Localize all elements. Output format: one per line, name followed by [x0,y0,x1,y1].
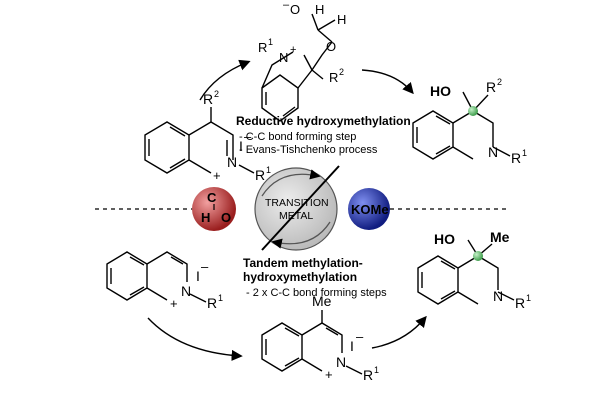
sup-1-mid: 1 [268,37,273,47]
metal-label-line1: TRANSITION [265,197,329,209]
metal-label-line2: METAL [279,210,313,222]
molecule-intermediate [261,13,336,122]
sup-2-mid: 2 [339,67,344,77]
atom-h-top: H [315,2,324,17]
sup-1-tr: 1 [522,148,527,158]
stereocenter-green-bottom [473,251,483,261]
minus-bottom-left: – [201,259,209,274]
atom-r1-mid: R [258,40,267,55]
atom-o-mid: O [326,39,336,54]
molecule-isoquinolinium [106,251,207,303]
atom-r2-top-right: R [486,79,496,95]
atom-h-right: H [337,12,346,27]
iodide-bottom-left: I [196,268,200,284]
stereocenter-green [468,106,478,116]
upper-point-1: - C-C bond forming step [239,131,356,143]
plus-mid: + [290,44,296,56]
atom-n-bottom-center: N [336,354,346,370]
transition-metal-sphere [254,167,338,251]
ho-label-top: HO [430,83,451,99]
upper-title: Reductive hydroxymethylation [236,114,411,128]
lower-point-1: - 2 x C-C bond forming steps [246,287,387,299]
atom-r1-top-right: R [511,150,521,166]
sup-2-tr: 2 [497,77,502,87]
formaldehyde-o: O [221,210,231,225]
plus-charge: + [213,168,221,183]
atom-r1-top-left: R [255,167,265,183]
me-bottom-right: Me [490,229,510,245]
sup-1-bl: 1 [218,293,223,303]
atom-n-bottom-right: N [493,288,503,304]
ho-label-bottom: HO [434,231,455,247]
iodide-label: I [239,138,243,154]
komethoxide-sphere [348,188,390,230]
arrow-top-right [361,69,414,95]
arrow-bottom-left [147,317,243,362]
plus-bottom-left: + [170,296,178,311]
sup-1-br: 1 [526,293,531,303]
sup-1: 1 [266,165,271,175]
atom-n-top-left: N [227,154,237,170]
formaldehyde-h: H [201,210,210,225]
minus-top: – [283,0,290,11]
plus-bottom-center: + [325,367,333,382]
kome-label: KOMe [351,202,389,217]
upper-point-2: - Evans-Tishchenko process [239,144,378,156]
atom-r1-bottom-left: R [207,295,217,311]
arrow-top-left [199,59,251,101]
lower-title-1: Tandem methylation- [243,256,363,270]
lower-title-2: hydroxymethylation [243,270,357,284]
arrow-bottom-right [371,315,427,349]
atom-n-mid: N [279,50,288,65]
atom-n-bottom-left: N [181,283,191,299]
atom-r2-mid: R [329,70,338,85]
metal-cycle-arrow-bottom [271,221,331,249]
atom-o-top: O [290,2,300,17]
minus-bottom-center: – [356,329,364,344]
minus-charge: – [244,129,252,144]
atom-r1-bottom-center: R [363,367,373,383]
atom-r2-top-left: R [203,91,213,107]
sup-2: 2 [214,89,219,99]
sup-1-bc: 1 [374,365,379,375]
formaldehyde-c: C [207,190,217,205]
metal-cycle-arrow-top [261,169,321,197]
atom-r1-bottom-right: R [515,295,525,311]
molecule-isoquinolinium-r2 [144,107,255,174]
metal-strikethrough [261,165,340,251]
me-bottom-center: Me [312,293,332,309]
iodide-bottom-center: I [350,338,354,354]
atom-n-top-right: N [488,144,498,160]
molecule-methylisoquinolinium [261,310,363,375]
